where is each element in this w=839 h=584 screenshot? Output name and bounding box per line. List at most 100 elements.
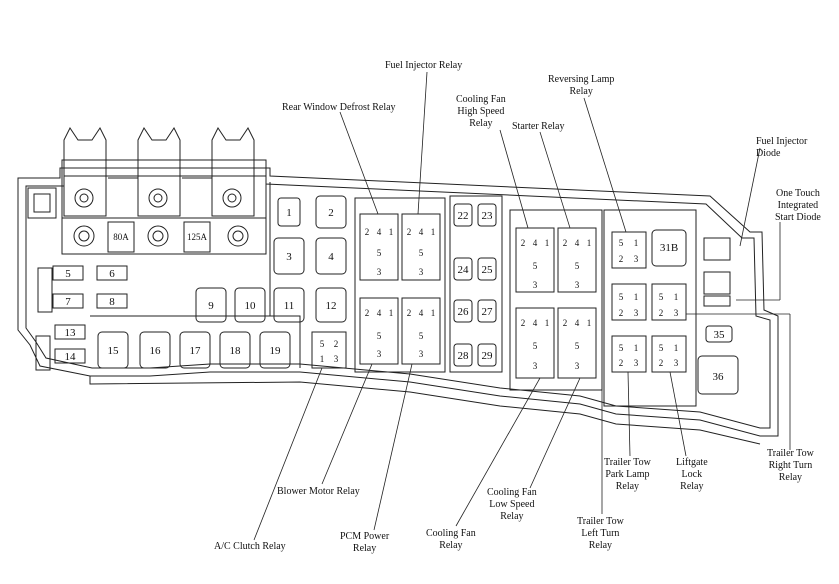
leader-ac-clutch	[253, 367, 323, 541]
pin-2: 2	[521, 238, 526, 248]
fuse-31b-label: 31B	[660, 242, 678, 254]
pin-5: 5	[419, 331, 424, 341]
relay-cooling-fan-low-speed	[557, 307, 597, 379]
fuse-29-label: 29	[482, 350, 494, 362]
pin-1: 1	[389, 227, 394, 237]
leader-blower-motor	[321, 363, 373, 485]
fuse-24	[453, 257, 473, 281]
fuse-27-label: 27	[482, 306, 494, 318]
pin-2: 2	[407, 227, 412, 237]
fuse-16	[139, 331, 171, 369]
relay-block-1	[354, 197, 446, 373]
pin-2: 2	[659, 308, 664, 318]
pin-2: 2	[563, 238, 568, 248]
pin-1: 1	[545, 238, 550, 248]
label-trailer-tow-park-lamp-relay: Trailer Tow Park Lamp Relay	[604, 457, 651, 492]
leader-rear-window-defrost	[339, 111, 379, 215]
pin-5: 5	[419, 248, 424, 258]
relay-pcm-power	[401, 297, 441, 365]
leader-fuel-injector	[417, 71, 428, 215]
connector-left-mid	[37, 267, 53, 313]
fuse-5	[52, 265, 84, 281]
fuse-19-label: 19	[270, 345, 282, 357]
fuse-10	[234, 287, 266, 323]
relay-block-2	[509, 209, 603, 391]
fuse-12	[315, 287, 347, 323]
fuse-6-label: 6	[109, 268, 115, 280]
fuse-22-label: 22	[458, 210, 469, 222]
pin-3: 3	[334, 354, 339, 364]
label-blower-motor-relay: Blower Motor Relay	[277, 486, 360, 497]
fuse-15-label: 15	[108, 345, 120, 357]
fuse-31b	[651, 229, 687, 267]
label-reversing-lamp-relay: Reversing Lamp Relay	[548, 74, 615, 97]
pin-1: 1	[634, 292, 639, 302]
pin-3: 3	[575, 361, 580, 371]
fuse-35	[705, 325, 733, 343]
pin-3: 3	[533, 280, 538, 290]
leader-reversing-lamp	[583, 97, 627, 233]
pin-3: 3	[419, 349, 424, 359]
fuse-15	[97, 331, 129, 369]
pin-2: 2	[619, 308, 624, 318]
terminal-post-2	[137, 127, 181, 247]
fuse-7	[52, 293, 84, 309]
pin-5: 5	[619, 238, 624, 248]
leader-trailer-park-lamp	[627, 371, 631, 457]
pin-3: 3	[634, 308, 639, 318]
pin-5: 5	[619, 292, 624, 302]
relay-rear-window-defrost	[359, 213, 399, 281]
diode-one-touch-start	[703, 271, 731, 295]
relay-trailer-tow-park-lamp	[611, 335, 647, 373]
fuse-26-label: 26	[458, 306, 470, 318]
relay-trailer-tow-right-turn	[651, 283, 687, 321]
pin-5: 5	[659, 292, 664, 302]
fuse-26	[453, 299, 473, 323]
mega-fuse-125a-slot	[183, 221, 211, 253]
fuse-35-label: 35	[714, 329, 726, 341]
fuse-6	[96, 265, 128, 281]
fuse-11	[273, 287, 305, 323]
fuse-18	[219, 331, 251, 369]
fuse-5-label: 5	[65, 268, 71, 280]
relay-liftgate-lock	[651, 335, 687, 373]
fuse-8	[96, 293, 128, 309]
relay-cooling-fan	[515, 307, 555, 379]
pin-5: 5	[619, 343, 624, 353]
leader-cooling-fan	[455, 377, 541, 527]
pin-5: 5	[533, 341, 538, 351]
pin-4: 4	[377, 308, 382, 318]
fuse-2	[315, 195, 347, 229]
fuse-9-label: 9	[208, 300, 214, 312]
fuse-18-label: 18	[230, 345, 242, 357]
fuse-12-label: 12	[326, 300, 337, 312]
label-trailer-tow-left-turn-relay: Trailer Tow Left Turn Relay	[577, 516, 624, 551]
mega-fuse-80a-slot	[107, 221, 135, 253]
fuse-23	[477, 203, 497, 227]
fuse-80a-label: 80A	[113, 232, 129, 242]
fuse-16-label: 16	[150, 345, 162, 357]
fuse-25	[477, 257, 497, 281]
relay-cooling-fan-high-speed	[515, 227, 555, 293]
fuse-19	[259, 331, 291, 369]
pin-3: 3	[634, 358, 639, 368]
relay-blower-motor	[359, 297, 399, 365]
fuse-23-label: 23	[482, 210, 494, 222]
fuse-1-label: 1	[286, 207, 292, 219]
pin-4: 4	[533, 238, 538, 248]
pin-3: 3	[575, 280, 580, 290]
relay-block-3	[603, 209, 697, 407]
fuse-3-label: 3	[286, 251, 292, 263]
fuse-13	[54, 324, 86, 340]
pin-4: 4	[575, 318, 580, 328]
label-fuel-injector-relay: Fuel Injector Relay	[385, 60, 463, 71]
fuse-7-label: 7	[65, 296, 71, 308]
terminal-post-3	[211, 127, 255, 247]
relay-starter	[557, 227, 597, 293]
fuse-28	[453, 343, 473, 367]
pin-5: 5	[575, 341, 580, 351]
pin-4: 4	[419, 227, 424, 237]
fuse-22	[453, 203, 473, 227]
pin-5: 5	[377, 248, 382, 258]
